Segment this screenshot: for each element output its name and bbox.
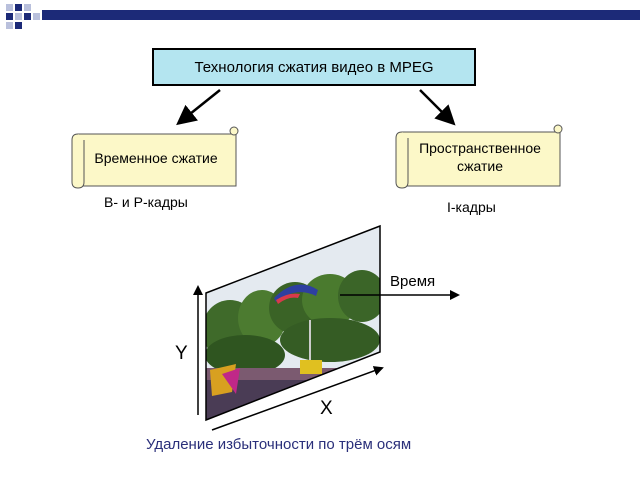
- scroll-spatial-line1: Пространственное: [419, 140, 541, 156]
- scroll-spatial-line2: сжатие: [456, 158, 504, 174]
- x-axis-arrow: [211, 366, 384, 431]
- scroll-shape: [395, 124, 563, 189]
- caption-i-frames: I-кадры: [447, 199, 496, 215]
- header-decoration: [6, 4, 640, 29]
- scroll-temporal: Временное сжатие: [70, 126, 242, 190]
- parachute-crowd-photo: [206, 226, 380, 420]
- arrow-down-right-icon: [419, 89, 456, 126]
- scroll-temporal-label: Временное сжатие: [94, 150, 218, 166]
- scroll-spatial: Пространственное сжатие: [394, 124, 566, 190]
- arrow-down-left-icon: [176, 89, 221, 126]
- scroll-spatial-label: Пространственное сжатие: [419, 139, 541, 175]
- title-text: Технология сжатия видео в MPEG: [194, 58, 434, 76]
- scroll-shape: [71, 126, 239, 189]
- photo-frame: [205, 224, 381, 422]
- bottom-caption: Удаление избыточности по трём осям: [146, 436, 412, 453]
- x-axis-label: X: [320, 398, 333, 419]
- title-box: Технология сжатия видео в MPEG: [152, 48, 476, 86]
- y-axis-label: Y: [175, 343, 188, 364]
- time-axis-label: Время: [390, 273, 436, 290]
- caption-bp-frames: B- и P-кадры: [104, 194, 188, 210]
